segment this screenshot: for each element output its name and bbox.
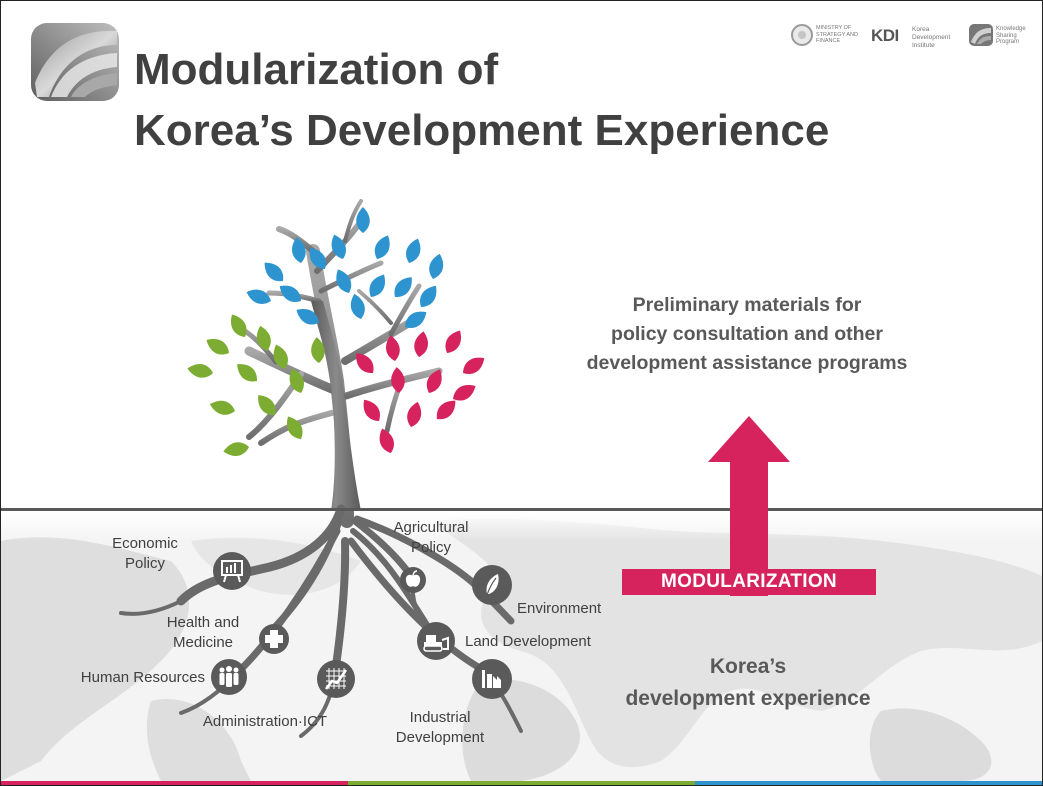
ministry-name: MINISTRY OF STRATEGY AND FINANCE (816, 25, 858, 44)
industrial-development-label: Industrial Development (395, 709, 485, 746)
ksp-small-logo-icon (969, 24, 993, 46)
title-line-2: Korea’s Development Experience (134, 106, 830, 155)
korea-development-experience-text: Korea’s development experience (625, 655, 871, 710)
ksp-logo-icon (31, 23, 119, 101)
modularization-bar (622, 569, 876, 595)
title-line-1: Modularization of (134, 45, 499, 94)
apple-icon (400, 567, 426, 593)
factory-icon (472, 659, 512, 699)
ministry-seal-icon (791, 24, 813, 46)
horizon-divider (1, 508, 1042, 511)
kdi-logo: KDI (871, 26, 899, 45)
grid-graph-icon (317, 660, 355, 698)
economic-policy-label: Economic Policy (112, 535, 178, 572)
bulldozer-icon (417, 622, 455, 660)
preliminary-materials-text: Preliminary materials for policy consult… (586, 294, 908, 374)
medical-cross-icon (259, 624, 289, 654)
health-medicine-label: Health and Medicine (166, 614, 240, 651)
administration-ict-label: Administration·ICT (202, 713, 328, 730)
people-icon (211, 659, 247, 695)
leaf-icon (472, 565, 512, 605)
kdi-name: Korea Development Institute (912, 26, 951, 49)
partner-logos: MINISTRY OF STRATEGY AND FINANCE KDI Kor… (779, 21, 1031, 49)
environment-label: Environment (517, 600, 602, 617)
up-arrow (708, 416, 790, 596)
human-resources-label: Human Resources (80, 669, 205, 686)
bottom-color-band (1, 781, 1042, 785)
agricultural-policy-label: Agricultural Policy (393, 519, 469, 556)
ksp-name: Knowledge Sharing Program (996, 26, 1026, 45)
modularization-label: MODULARIZATION (661, 571, 837, 592)
chart-board-icon (213, 552, 251, 590)
land-development-label: Land Development (465, 633, 591, 650)
